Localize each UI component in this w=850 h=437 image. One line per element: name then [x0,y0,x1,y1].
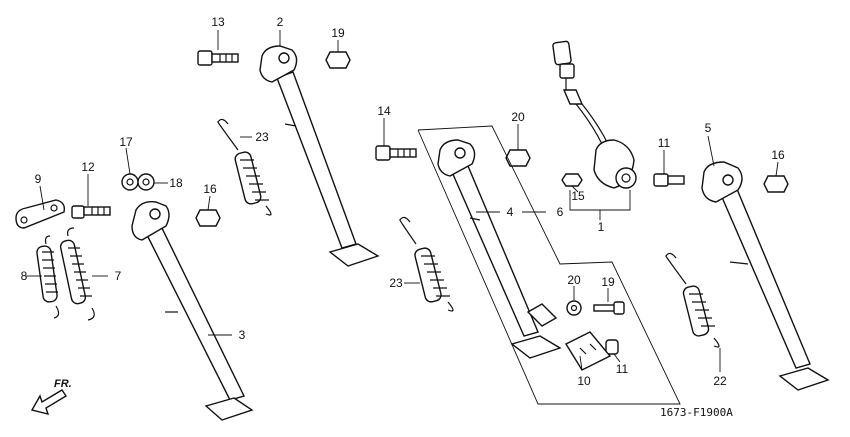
spring-22 [665,252,720,348]
nut-16-left [195,209,221,227]
callout-8: 8 [20,269,28,283]
bolt-13 [653,173,685,187]
spring-7 [59,227,95,321]
callout-5: 5 [704,121,712,135]
callout-19: 19 [601,275,615,289]
callout-6: 6 [556,205,564,219]
leader-lines [26,30,779,372]
bolt-14-upper [197,50,239,66]
callout-9: 9 [34,172,42,186]
side-stand-right [701,161,830,391]
callout-12: 12 [81,160,95,174]
bracket-line-1 [569,190,631,220]
callout-16-right: 16 [771,148,785,162]
callout-7: 7 [114,269,122,283]
callout-3: 3 [238,328,246,342]
callout-22: 22 [713,374,727,388]
side-stand-middle [437,139,562,359]
plate-9 [15,199,66,229]
front-marker-label: FR. [54,378,72,390]
group-outline-6 [417,125,681,405]
callout-23-upper: 23 [255,130,269,144]
callout-1: 1 [597,220,605,234]
callout-14-upper: 13 [211,15,225,29]
callout-15: 15 [571,189,585,203]
callout-20-middle: 20 [511,110,525,124]
callout-11: 11 [615,362,629,376]
callout-4: 4 [506,205,514,219]
collar-11 [605,339,619,355]
side-stand-switch [552,40,637,189]
callout-21: 20 [567,273,581,287]
washers-17-18 [121,173,155,191]
callout-16-left: 16 [203,182,217,196]
callout-18: 18 [169,176,183,190]
callout-14-middle: 14 [377,104,391,118]
washer-21 [566,300,582,316]
diagram-code: 1673-F1900A [660,406,733,419]
bolt-14-middle [375,145,417,161]
bracket-10 [565,331,612,371]
callout-20-upper: 19 [331,26,345,40]
bolt-12 [71,205,111,219]
front-direction-arrow [30,389,67,415]
side-stand-upper [259,45,380,267]
nut-20-middle [505,149,531,167]
callout-13: 11 [657,136,671,150]
bolt-19 [593,301,625,315]
side-stand-left [131,200,254,421]
callout-23-lower: 23 [389,276,403,290]
callout-17: 17 [119,135,133,149]
spring-23-lower [399,216,454,312]
callout-2: 2 [276,15,284,29]
bolt-15 [561,173,583,187]
nut-16-right [763,175,789,193]
spring-8 [36,235,60,319]
nut-20-upper [325,51,351,69]
callout-10: 10 [577,374,591,388]
spring-23-upper [217,118,272,216]
